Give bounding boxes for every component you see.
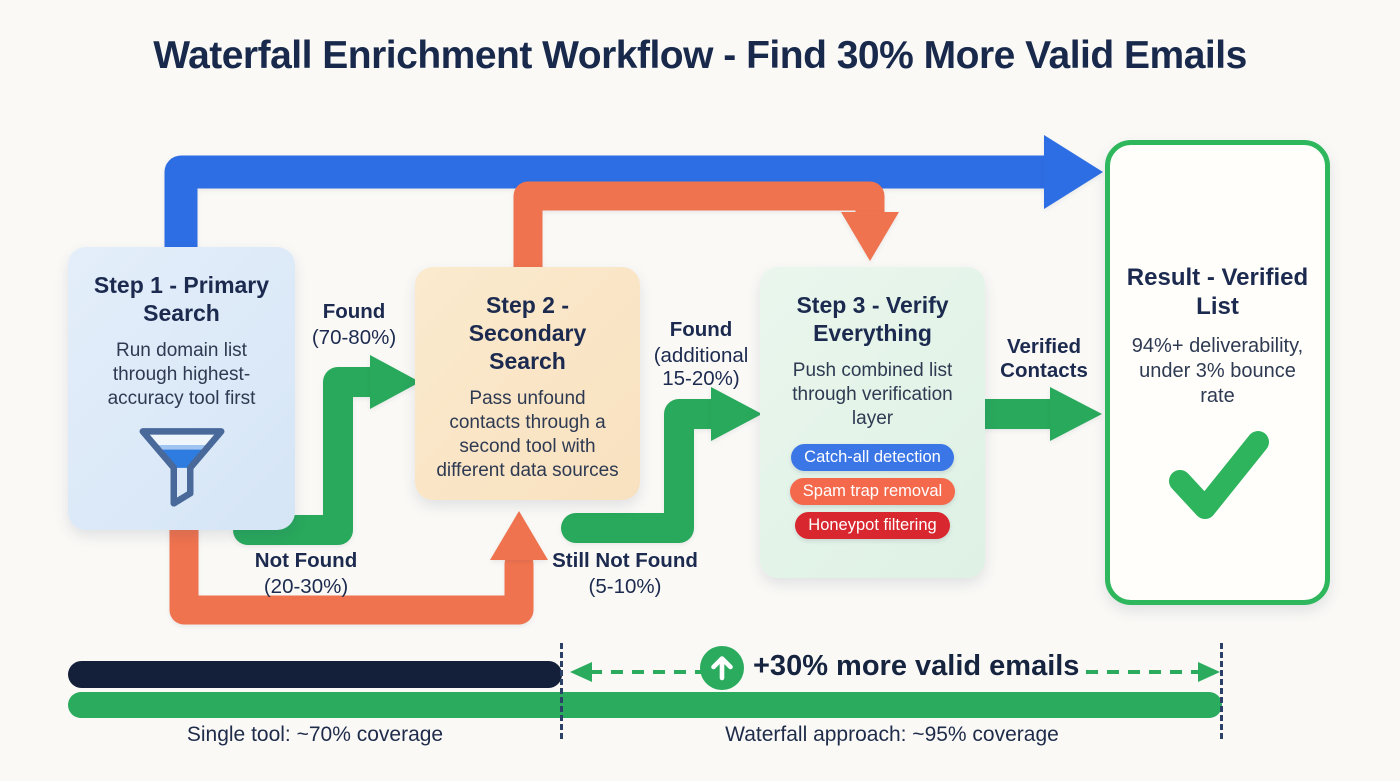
page-title: Waterfall Enrichment Workflow - Find 30%… [153,34,1247,77]
edge-label-title: Found [669,318,733,341]
edge-label-found-secondary: Found (additional 15-20%) [641,318,761,391]
coverage-divider-right [1220,643,1223,739]
gain-dashed-arrow-left [570,662,702,682]
checkmark-icon [1158,429,1278,526]
arrow-step1-notfound-to-step2-orange [169,481,548,625]
gain-label: +30% more valid emails [753,650,1080,682]
catch-all-detection-pill: Catch-all detection [791,443,954,471]
step-1-card: Step 1 - Primary Search Run domain list … [68,247,295,530]
step-3-card: Step 3 - Verify Everything Push combined… [760,267,985,578]
step-1-description: Run domain list through highest-accuracy… [107,340,256,409]
single-tool-caption: Single tool: ~70% coverage [186,723,444,746]
edge-label-found-primary: Found (70-80%) [288,300,420,349]
edge-label-detail: (70-80%) [311,325,397,349]
result-title: Result - Verified List [1126,264,1309,321]
spam-trap-removal-pill: Spam trap removal [789,477,956,505]
funnel-icon [134,425,230,512]
verification-pill-list: Catch-all detection Spam trap removal Ho… [789,443,956,539]
result-card: Result - Verified List 94%+ deliverabili… [1105,140,1330,605]
up-arrow-circle-icon [699,645,745,691]
step-3-title: Step 3 - Verify Everything [796,292,949,347]
result-description: 94%+ deliverability, under 3% bounce rat… [1131,334,1304,407]
step-1-title: Step 1 - Primary Search [93,272,270,327]
arrow-step2-to-step3-orange [513,181,899,299]
edge-label-title: Not Found [254,549,358,572]
edge-label-title: Verified Contacts [1000,335,1088,382]
edge-label-detail: (20-30%) [263,574,349,598]
honeypot-filtering-pill: Honeypot filtering [795,511,950,539]
edge-label-verified-contacts: Verified Contacts [985,335,1103,382]
step-3-description: Push combined list through verification … [792,360,953,429]
edge-label-detail: (additional 15-20%) [653,343,749,391]
step-2-description: Pass unfound contacts through a second t… [436,388,619,481]
coverage-divider-left [560,643,563,739]
arrow-step2-found-to-step3-green [561,387,762,543]
waterfall-coverage-bar [68,692,1222,718]
edge-label-title: Still Not Found [552,549,698,572]
step-2-title: Step 2 - Secondary Search [468,292,587,375]
waterfall-caption: Waterfall approach: ~95% coverage [725,723,1059,746]
arrow-step1-found-to-step2-green [233,355,420,545]
arrow-step3-to-result-green [967,387,1102,441]
gain-dashed-arrow-right [1086,662,1220,682]
single-tool-coverage-bar [68,661,562,688]
edge-label-not-found: Not Found (20-30%) [226,549,386,598]
edge-label-title: Found [322,300,386,323]
arrow-step1-to-result-blue [164,135,1103,283]
edge-label-detail: (5-10%) [588,574,662,598]
step-2-card: Step 2 - Secondary Search Pass unfound c… [415,267,640,500]
edge-label-still-not-found: Still Not Found (5-10%) [538,549,712,598]
